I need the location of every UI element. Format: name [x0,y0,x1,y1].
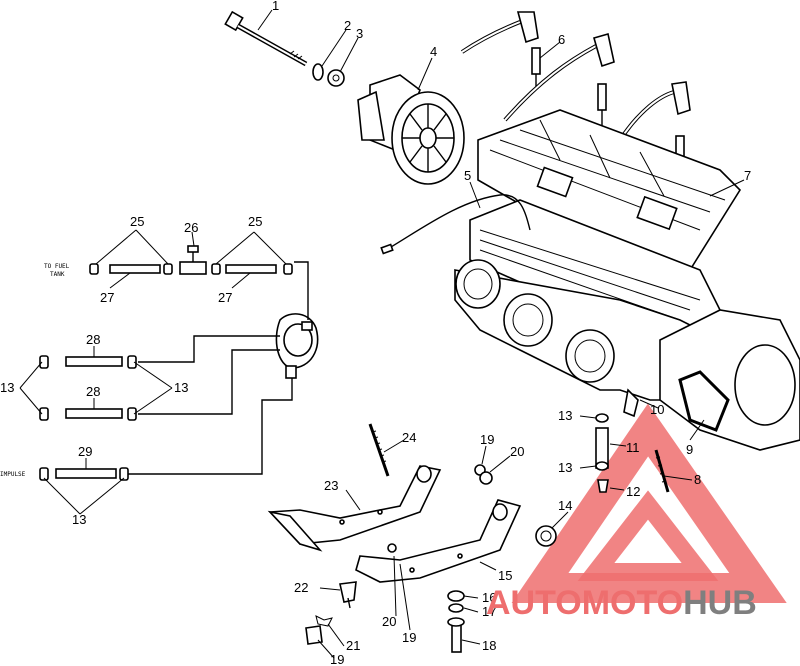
callout-18: 18 [482,638,496,653]
rubber-mount [535,525,557,547]
callout-24: 24 [402,430,416,445]
callout-13: 13 [558,460,572,475]
engine-mount-rear [355,499,522,583]
bolt-22 [339,581,357,603]
callout-25: 25 [130,214,144,229]
callout-15: 15 [498,568,512,583]
callout-19: 19 [330,652,344,666]
callout-19: 19 [402,630,416,645]
watermark-triangle-inner [577,490,719,581]
callout-4: 4 [430,44,437,59]
callout-23: 23 [324,478,338,493]
callout-28: 28 [86,384,100,399]
callout-7: 7 [744,168,751,183]
callout-14: 14 [558,498,572,513]
hoses-left [39,355,137,481]
callout-1: 1 [272,0,279,13]
nut [327,69,345,87]
callout-numbers: 1 2 3 4 5 6 7 8 9 10 11 12 13 13 13 13 1… [0,0,751,666]
callout-28: 28 [86,332,100,347]
callout-20: 20 [510,444,524,459]
callout-19: 19 [480,432,494,447]
callout-13: 13 [0,380,14,395]
callout-25: 25 [248,214,262,229]
leader-lines [19,9,745,659]
watermark-triangle-outer [511,403,787,603]
engine-assembly [454,109,800,451]
callout-8: 8 [694,472,701,487]
watermark-text: AUTOMOTOHUB [486,584,757,622]
watermark-hub: HUB [683,584,757,622]
clip-21 [315,615,333,627]
washer-small [479,471,493,485]
fuel-line-lower [138,349,280,415]
callout-6: 6 [558,32,565,47]
callout-27: 27 [218,290,232,305]
callout-12: 12 [626,484,640,499]
callout-21: 21 [346,638,360,653]
callout-29: 29 [78,444,92,459]
nut-19 [305,625,323,645]
callout-13: 13 [174,380,188,395]
callout-9: 9 [686,442,693,457]
note-impulse: IMPULSE [0,471,26,478]
callout-2: 2 [344,18,351,33]
callout-10: 10 [650,402,664,417]
spark-plug-leads [460,11,691,161]
callout-5: 5 [464,168,471,183]
callout-16: 16 [482,590,496,605]
callout-27: 27 [100,290,114,305]
throttle-cable [385,194,531,251]
callout-26: 26 [184,220,198,235]
washer [312,63,324,81]
fuel-line-to-pump [294,261,309,320]
callout-11: 11 [626,440,640,455]
washer-17 [448,603,464,613]
watermark-logo [511,403,787,603]
washer-16 [447,590,465,602]
callout-17: 17 [482,604,496,619]
note-to-fuel: TO FUEL [44,263,70,270]
fuel-hoses-row [89,245,293,275]
callout-3: 3 [356,26,363,41]
callout-20: 20 [382,614,396,629]
watermark-auto: AUTO [486,584,582,622]
fuel-line-upper [138,335,280,363]
callout-13: 13 [558,408,572,423]
note-tank: TANK [50,271,65,278]
impulse-line [128,378,293,475]
watermark-moto: MOTO [582,584,683,622]
fuel-pump [275,313,319,379]
engine-mount-front [267,465,442,552]
clutch-bolt [224,10,308,67]
drive-clutch [357,74,465,185]
callout-22: 22 [294,580,308,595]
callout-13: 13 [72,512,86,527]
